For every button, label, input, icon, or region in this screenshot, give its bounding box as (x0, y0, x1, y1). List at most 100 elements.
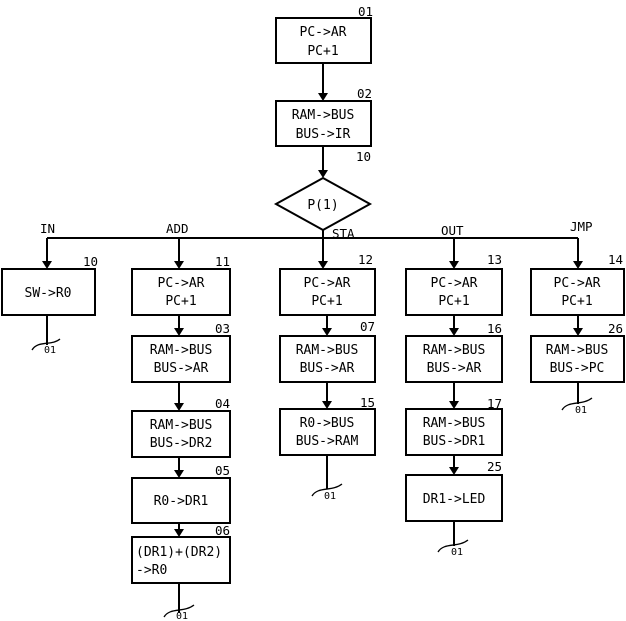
return-mark (561, 397, 593, 411)
arrow-head (573, 261, 583, 269)
arrow-head (42, 261, 52, 269)
microaddress-label: 13 (487, 252, 502, 267)
block-line: RAM->BUS (423, 416, 486, 431)
block-line: PC+1 (438, 294, 469, 309)
branch-label-in: IN (40, 221, 55, 236)
decision-p1: P(1) 10 (273, 149, 373, 232)
microaddress-label: 10 (83, 254, 98, 269)
block-out-ram-to-dr1: RAM->BUS BUS->DR1 17 (405, 396, 503, 456)
block-line: RAM->BUS (150, 343, 213, 358)
block-line: PC+1 (165, 294, 196, 309)
block-add-r0-to-dr1: R0->DR1 05 (131, 463, 231, 524)
microaddress-label: 16 (487, 321, 502, 336)
decision-label: P(1) (307, 198, 338, 213)
microaddress-label: 06 (215, 523, 230, 538)
microaddress-label: 01 (358, 4, 373, 19)
block-add-ram-to-ar: RAM->BUS BUS->AR 03 (131, 321, 231, 383)
block-line: PC+1 (311, 294, 342, 309)
block-line: SW->R0 (25, 286, 72, 301)
block-line: BUS->AR (427, 361, 482, 376)
block-in-sw-to-r0: SW->R0 10 (1, 254, 98, 316)
block-line: PC->AR (300, 25, 347, 40)
branch-label-sta: STA (332, 226, 355, 241)
block-sta-ram-to-ar: RAM->BUS BUS->AR 07 (279, 319, 376, 383)
block-out-ram-to-ar: RAM->BUS BUS->AR 16 (405, 321, 503, 383)
block-line: PC->AR (158, 276, 205, 291)
block-jmp-ram-to-pc: RAM->BUS BUS->PC 26 (530, 321, 625, 383)
block-line: PC->AR (304, 276, 351, 291)
arrow-head (449, 328, 459, 336)
arrow-head (322, 401, 332, 409)
branch-label-jmp: JMP (570, 219, 593, 234)
block-fetch-ram-to-ir: RAM->BUS BUS->IR 02 (275, 86, 372, 147)
block-line: ->R0 (136, 563, 167, 578)
block-out-pc-to-ar: PC->AR PC+1 13 (405, 252, 503, 316)
block-line: BUS->IR (296, 127, 351, 142)
microaddress-label: 26 (608, 321, 623, 336)
block-line: R0->DR1 (154, 494, 209, 509)
block-line: BUS->DR2 (150, 436, 213, 451)
block-line: BUS->RAM (296, 434, 359, 449)
microaddress-label: 15 (360, 395, 375, 410)
return-mark (163, 604, 195, 618)
microaddress-label: 17 (487, 396, 502, 411)
block-out-dr1-to-led: DR1->LED 25 (405, 459, 503, 522)
block-line: PC->AR (554, 276, 601, 291)
arrow-head (174, 529, 184, 537)
microaddress-label: 05 (215, 463, 230, 478)
return-mark (311, 483, 343, 497)
block-line: PC+1 (307, 44, 338, 59)
return-address: 01 (176, 611, 188, 621)
return-mark (31, 338, 61, 351)
arrow-head (318, 93, 328, 101)
block-add-sum-to-r0: (DR1)+(DR2) ->R0 06 (131, 523, 231, 584)
block-line: RAM->BUS (292, 108, 355, 123)
arrow-head (449, 261, 459, 269)
return-mark (437, 539, 469, 553)
arrow-head (449, 467, 459, 475)
microaddress-label: 04 (215, 396, 230, 411)
block-line: RAM->BUS (296, 343, 359, 358)
block-line: BUS->AR (154, 361, 209, 376)
return-address: 01 (451, 547, 463, 558)
arrow-head (174, 328, 184, 336)
arrow-head (573, 328, 583, 336)
microaddress-label: 10 (356, 149, 371, 164)
block-line: RAM->BUS (546, 343, 609, 358)
block-jmp-pc-to-ar: PC->AR PC+1 14 (530, 252, 625, 316)
block-sta-pc-to-ar: PC->AR PC+1 12 (279, 252, 376, 316)
microaddress-label: 11 (215, 254, 230, 269)
block-line: PC+1 (561, 294, 592, 309)
arrow-head (174, 403, 184, 411)
arrow-head (318, 261, 328, 269)
block-line: BUS->PC (550, 361, 605, 376)
block-sta-r0-to-ram: R0->BUS BUS->RAM 15 (279, 395, 376, 456)
block-add-pc-to-ar: PC->AR PC+1 11 (131, 254, 231, 316)
branch-label-add: ADD (166, 221, 189, 236)
block-line: BUS->DR1 (423, 434, 486, 449)
block-line: (DR1)+(DR2) (136, 545, 222, 560)
block-fetch-pc-to-ar: PC->AR PC+1 01 (275, 4, 373, 64)
microaddress-label: 03 (215, 321, 230, 336)
block-line: DR1->LED (423, 492, 486, 507)
block-line: RAM->BUS (150, 418, 213, 433)
arrow-head (449, 401, 459, 409)
arrow-head (174, 470, 184, 478)
block-line: BUS->AR (300, 361, 355, 376)
microaddress-label: 02 (357, 86, 372, 101)
block-line: RAM->BUS (423, 343, 486, 358)
block-line: PC->AR (431, 276, 478, 291)
microaddress-label: 07 (360, 319, 375, 334)
return-address: 01 (324, 491, 336, 502)
return-address: 01 (575, 405, 587, 416)
arrow-head (322, 328, 332, 336)
return-address: 01 (44, 345, 56, 356)
microaddress-label: 25 (487, 459, 502, 474)
arrow-head (318, 170, 328, 178)
arrow-head (174, 261, 184, 269)
microaddress-label: 12 (358, 252, 373, 267)
block-line: R0->BUS (300, 416, 355, 431)
block-add-ram-to-dr2: RAM->BUS BUS->DR2 04 (131, 396, 231, 458)
branch-label-out: OUT (441, 223, 464, 238)
